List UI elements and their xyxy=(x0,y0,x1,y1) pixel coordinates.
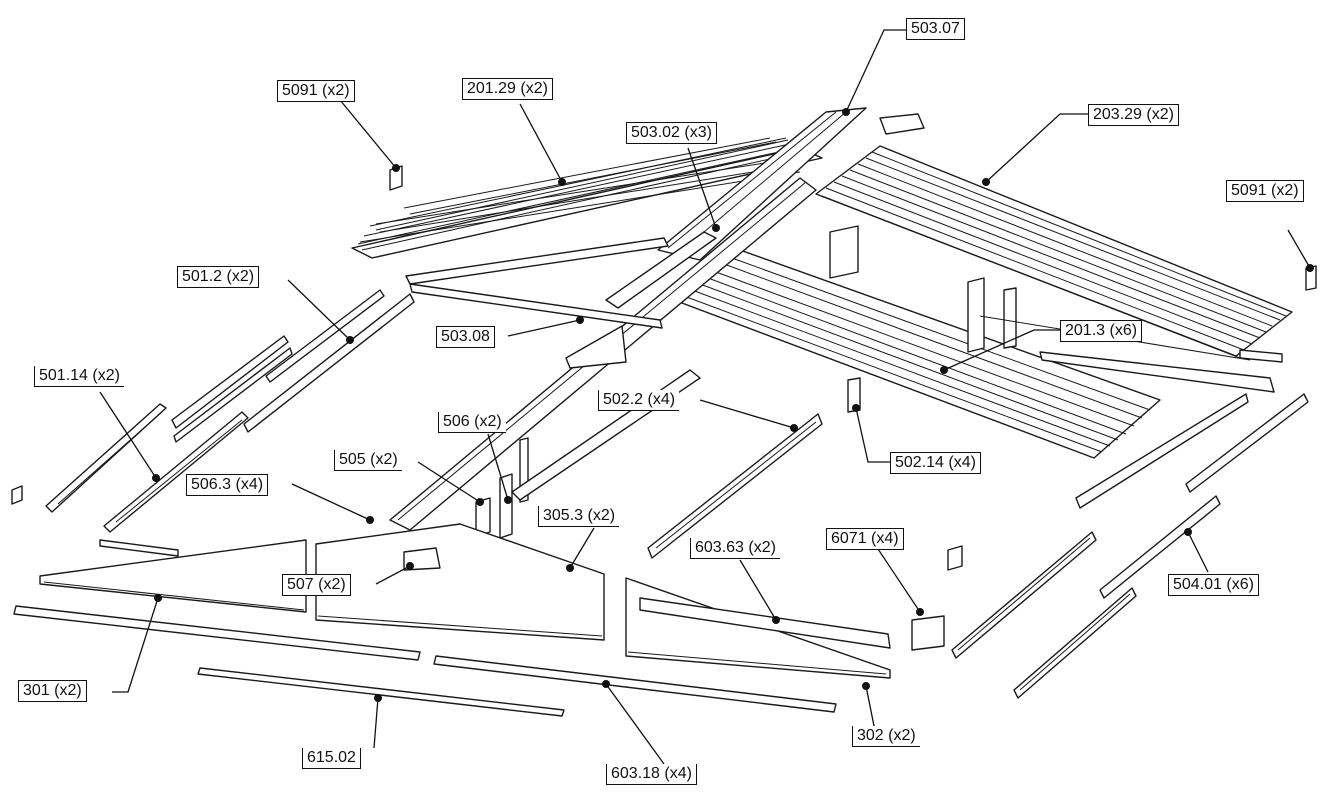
label-203-29: 203.29 (x2) xyxy=(1088,104,1179,126)
label-302: 302 (x2) xyxy=(852,726,920,747)
label-507: 507 (x2) xyxy=(282,574,351,596)
label-301: 301 (x2) xyxy=(18,680,87,702)
label-5091-right: 5091 (x2) xyxy=(1226,180,1304,202)
label-6071: 6071 (x4) xyxy=(826,528,904,550)
purlin-501-14 xyxy=(45,403,249,533)
label-504-01: 504.01 (x6) xyxy=(1168,574,1259,596)
small-bracket-left xyxy=(11,485,23,505)
label-506-3: 506.3 (x4) xyxy=(186,474,269,496)
sill-rails xyxy=(13,605,837,717)
label-503-07: 503.07 xyxy=(906,18,965,40)
roof-panel-201-29 xyxy=(351,137,823,259)
ridge-cap-part xyxy=(879,113,925,135)
gable-truss-right xyxy=(625,577,891,679)
brace-6071-small xyxy=(947,545,963,571)
label-615-02: 615.02 xyxy=(302,748,361,769)
label-603-18: 603.18 (x4) xyxy=(606,764,697,785)
label-502-14: 502.14 (x4) xyxy=(890,452,981,474)
label-506: 506 (x2) xyxy=(438,412,506,433)
post-502-14 xyxy=(847,377,861,413)
truss-frame xyxy=(829,225,1283,393)
label-5091-left: 5091 (x2) xyxy=(277,80,355,102)
label-201-29: 201.29 (x2) xyxy=(462,78,553,100)
brace-6071 xyxy=(911,615,945,651)
label-501-2: 501.2 (x2) xyxy=(177,266,260,288)
label-502-2: 502.2 (x4) xyxy=(598,390,680,411)
label-603-63: 603.63 (x2) xyxy=(690,538,780,559)
side-rail-504-01 xyxy=(951,393,1309,699)
roof-panel-201-3 xyxy=(673,249,1161,459)
eave-rail-503-08 xyxy=(405,237,669,329)
gable-truss-left xyxy=(39,523,605,641)
label-503-02: 503.02 (x3) xyxy=(626,122,717,144)
label-201-3: 201.3 (x6) xyxy=(1060,320,1143,342)
label-505: 505 (x2) xyxy=(334,450,402,471)
rail-301-upper xyxy=(99,539,179,557)
purlin-501-2 xyxy=(171,289,415,443)
label-503-08: 503.08 xyxy=(436,326,495,348)
label-501-14: 501.14 (x2) xyxy=(34,366,124,387)
label-305-3: 305.3 (x2) xyxy=(538,506,620,527)
roof-panel-203-29 xyxy=(815,145,1293,359)
